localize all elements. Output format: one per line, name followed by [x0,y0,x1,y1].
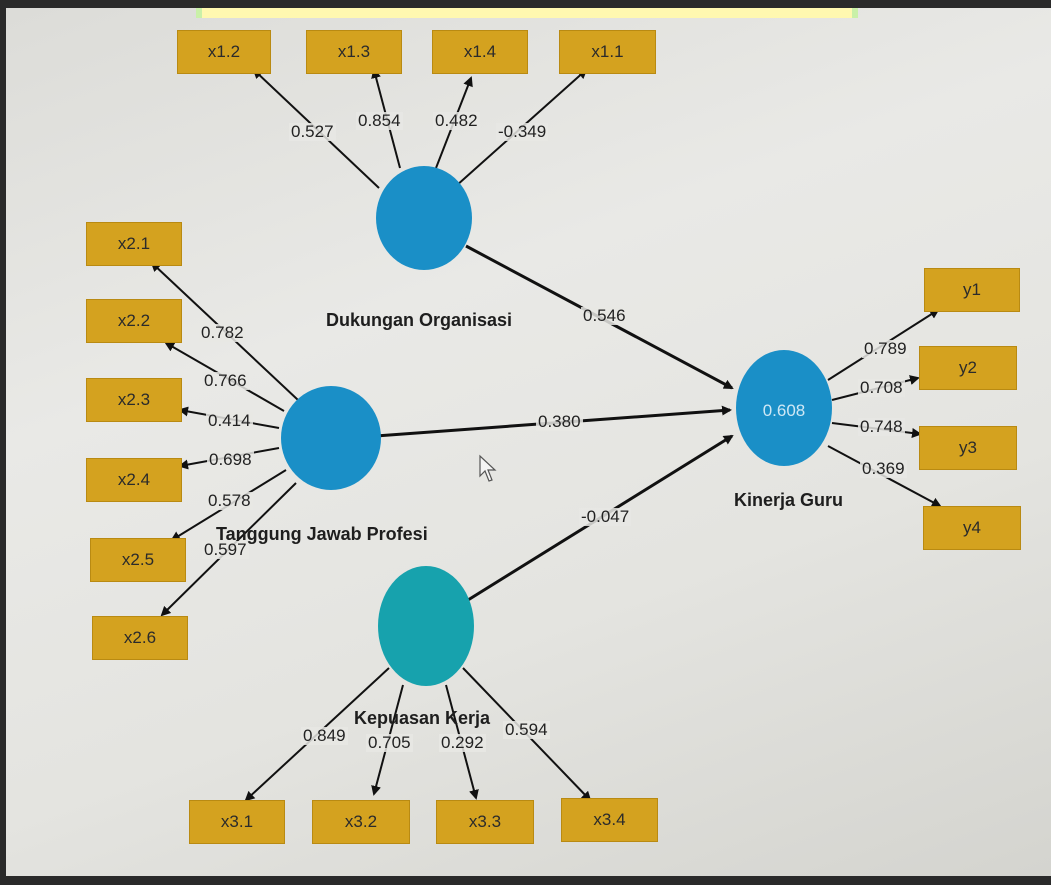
construct-name-kepuasan: Kepuasan Kerja [354,708,491,728]
indicator-y2: y2 [919,346,1017,390]
loading-label-x1-4: 0.482 [433,111,480,130]
construct-dukungan-organisasi [376,166,472,270]
indicator-x1-1: x1.1 [559,30,656,74]
loading-label-x2-4: 0.698 [207,450,254,469]
indicator-x3-1: x3.1 [189,800,285,844]
path-coef-dukungan-kinerja: 0.546 [581,306,628,325]
construct-name-tanggung: Tanggung Jawab Profesi [216,524,428,544]
loading-label-x2-3: 0.414 [206,411,253,430]
indicator-x2-6: x2.6 [92,616,188,660]
indicator-y3: y3 [919,426,1017,470]
indicator-x3-2: x3.2 [312,800,410,844]
construct-name-dukungan: Dukungan Organisasi [326,310,513,330]
indicator-x2-1: x2.1 [86,222,182,266]
loading-label-y2: 0.708 [858,378,905,397]
indicator-x2-2: x2.2 [86,299,182,343]
indicator-y1: y1 [924,268,1020,312]
loading-label-x2-1: 0.782 [199,323,246,342]
path-coef-tanggung-kinerja: 0.380 [536,412,583,431]
loading-label-x3-1: 0.849 [301,726,348,745]
indicator-x2-3: x2.3 [86,378,182,422]
indicator-x3-3: x3.3 [436,800,534,844]
loading-label-y1: 0.789 [862,339,909,358]
indicator-x1-3: x1.3 [306,30,402,74]
loading-label-x2-6: 0.597 [202,540,249,559]
mouse-cursor-icon [479,454,497,482]
construct-kepuasan-kerja [378,566,474,686]
loading-label-x3-4: 0.594 [503,720,550,739]
construct-tanggung-jawab-profesi [281,386,381,490]
top-highlight-band [196,8,858,18]
loading-label-y4: 0.369 [860,459,907,478]
path-coef-kepuasan-kinerja: -0.047 [579,507,632,526]
loading-label-x1-3: 0.854 [356,111,403,130]
indicator-x1-4: x1.4 [432,30,528,74]
loading-label-x1-1: -0.349 [496,122,549,141]
loading-label-x2-5: 0.578 [206,491,253,510]
loading-label-x2-2: 0.766 [202,371,249,390]
indicator-x1-2: x1.2 [177,30,271,74]
indicator-y4: y4 [923,506,1021,550]
construct-kinerja-guru [736,350,832,466]
indicator-x3-4: x3.4 [561,798,658,842]
loading-label-x3-3: 0.292 [439,733,486,752]
construct-kinerja-r2: 0.608 [763,401,806,420]
construct-name-kinerja: Kinerja Guru [734,490,844,510]
loading-label-x1-2: 0.527 [289,122,336,141]
indicator-x2-5: x2.5 [90,538,186,582]
diagram-canvas: 0.608 x1.2 x1.3 x1.4 x1.1 x2.1 x2.2 x2.3… [6,8,1051,876]
loading-label-y3: 0.748 [858,417,905,436]
indicator-x2-4: x2.4 [86,458,182,502]
loading-label-x3-2: 0.705 [366,733,413,752]
